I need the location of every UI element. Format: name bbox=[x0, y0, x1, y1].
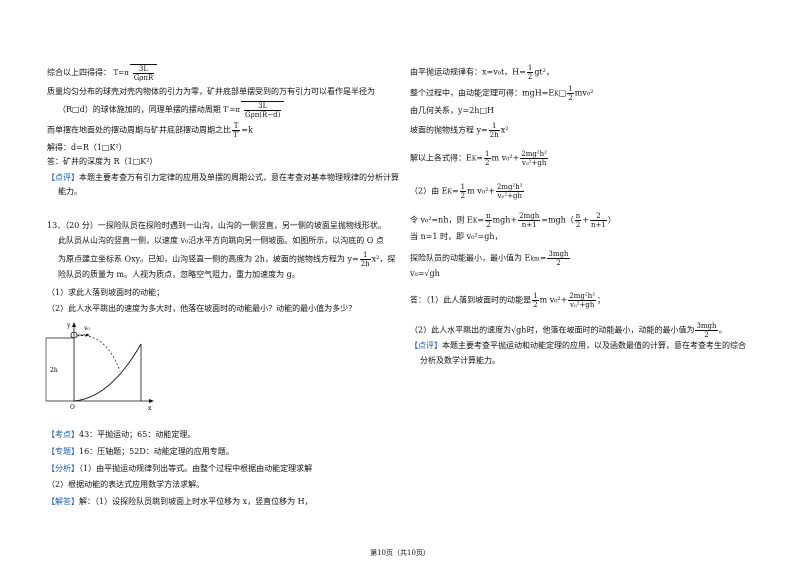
right-line-3: 由几何关系，y=2h□H bbox=[410, 106, 494, 115]
line-shell: 质量均匀分布的球壳对壳内物体的引力为零，矿井底部单摆受到的万有引力可以看作是半径… bbox=[47, 87, 375, 96]
line-answer: 答：矿井的深度为 R（1□K²） bbox=[47, 157, 158, 166]
topic: 【专题】16：压轴题；52D：动能定理的应用专题。 bbox=[47, 447, 234, 456]
figure-x-label: x bbox=[148, 405, 152, 412]
right-comment-2: 分析及数学计算能力。 bbox=[420, 356, 500, 365]
knowledge-point: 【考点】43：平抛运动；65：动能定理。 bbox=[47, 430, 196, 439]
knowledge-tag: 【考点】 bbox=[47, 430, 79, 439]
figure-origin-label: O bbox=[70, 404, 75, 411]
comment-line: 【点评】本题主要考查万有引力定律的应用及单摆的周期公式，意在考查对基本物理规律的… bbox=[47, 173, 399, 182]
right-comment-tag: 【点评】 bbox=[410, 341, 442, 350]
analysis: 【分析】（1）由平抛运动规律列出等式。由整个过程中根据由动能定理求解 bbox=[47, 464, 313, 473]
comment-tag: 【点评】 bbox=[47, 173, 79, 182]
question-13-title: 13．（20 分）一探险队员在探险时遇到一山沟，山沟的一侧竖直，另一侧的坡面呈抛… bbox=[47, 221, 386, 230]
right-line-8: 当 n=1 时，即 v₀²=gh， bbox=[410, 232, 503, 241]
parabola-figure: y v₀ 2h O x bbox=[45, 322, 154, 412]
solution-tag: 【解答】 bbox=[47, 497, 79, 506]
question-13-part-2: （2）此人水平跳出的速度为多大时，他落在坡面时的动能最小？动能的最小值为多少？ bbox=[47, 304, 357, 313]
page-footer: 第10页（共10页） bbox=[370, 549, 430, 557]
figure-v0-label: v₀ bbox=[84, 325, 90, 332]
figure-y-label: y bbox=[66, 322, 71, 329]
right-line-10: v₀=√gh bbox=[410, 269, 440, 278]
analysis-tag: 【分析】 bbox=[47, 464, 79, 473]
topic-tag: 【专题】 bbox=[47, 447, 79, 456]
comment-line-2: 能力。 bbox=[58, 187, 82, 196]
solution: 【解答】解：（1）设探险队员跳到坡面上时水平位移为 x，竖直位移为 H， bbox=[47, 497, 313, 506]
question-13-part-1: （1）求此人落到坡面时的动能； bbox=[47, 288, 165, 297]
line-solve: 解得：d=R（1□K²） bbox=[47, 143, 127, 152]
question-13-line-2: 此队员从山沟的竖直一侧，以速度 v₀沿水平方向跳向另一侧坡面。如图所示，以沟底的… bbox=[58, 236, 384, 245]
right-comment: 【点评】本题主要考查平抛运动和动能定理的应用，以及函数最值的计算，意在考查考生的… bbox=[410, 341, 746, 350]
question-13-line-3: 为原点建立坐标系 Oxy。已知，山沟竖直一侧的高度为 2h，坡面的抛物线方程为 … bbox=[58, 251, 396, 268]
figure-2h-label: 2h bbox=[50, 367, 58, 374]
analysis-2: （2）根据动能的表达式应用数学方法求解。 bbox=[47, 480, 205, 489]
question-13-line-4: 险队员的质量为 m。人视为质点，忽略空气阻力，重力加速度为 g。 bbox=[58, 270, 300, 279]
